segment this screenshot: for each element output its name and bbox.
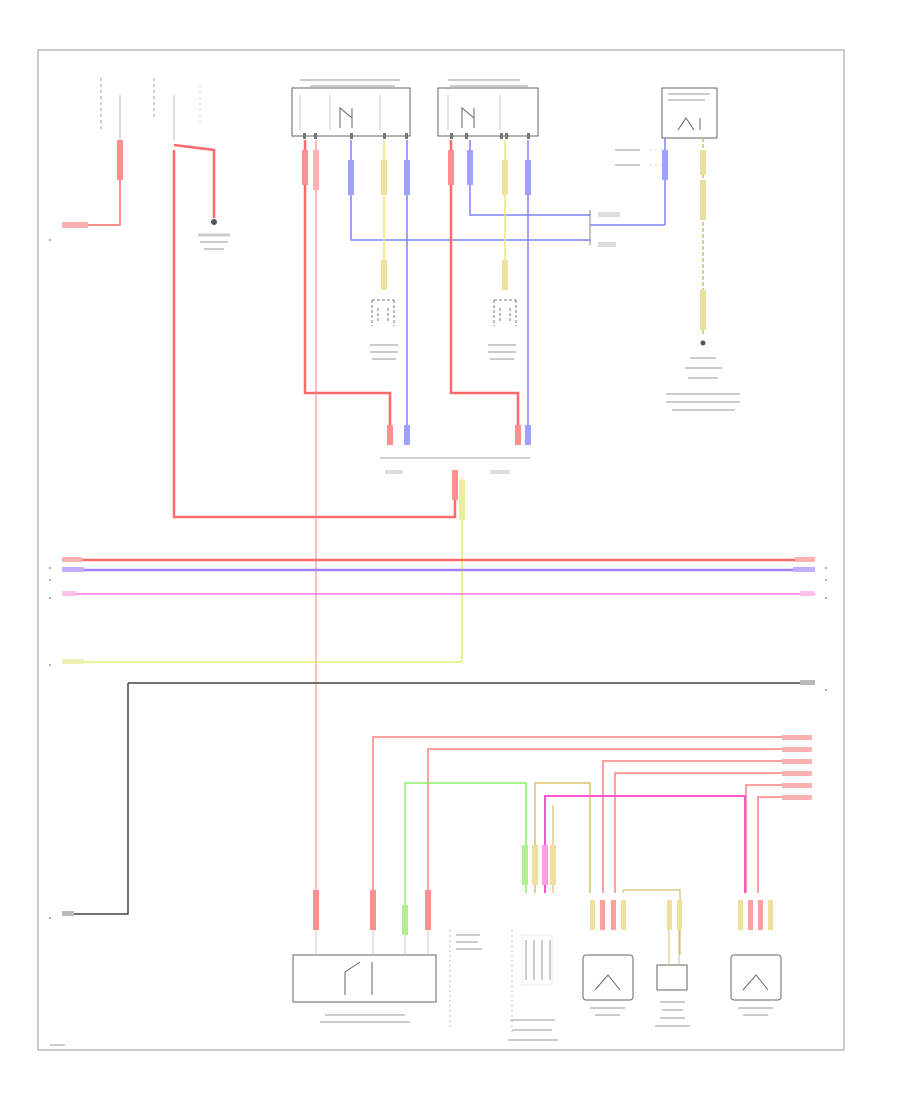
lower-bus <box>372 735 812 920</box>
bus-wires <box>49 239 827 919</box>
right-seat-module <box>437 79 539 139</box>
splice-icon <box>211 219 217 225</box>
blower-motor-right <box>730 900 782 1016</box>
bottom-relay-module <box>292 890 482 1030</box>
heating-icon <box>493 299 517 326</box>
seat-heater-right <box>488 260 517 360</box>
red-feed-wire <box>172 150 457 519</box>
heating-icon <box>371 299 395 326</box>
motor-icon <box>594 974 621 991</box>
switch-icon <box>461 106 475 128</box>
left-module-wires <box>302 140 590 890</box>
seat-heater-left <box>370 260 398 360</box>
diagram-frame <box>37 49 845 1051</box>
switch-icon <box>339 106 353 128</box>
relay-icon <box>677 117 701 131</box>
splice-block <box>589 138 668 247</box>
relay-module <box>615 87 718 166</box>
blower-motor-left <box>582 889 681 1016</box>
ground-icon <box>700 340 706 346</box>
motor-icon <box>742 974 769 991</box>
right-module-wires <box>448 140 590 445</box>
left-seat-module <box>291 79 411 139</box>
switch-icon <box>344 961 373 995</box>
fuse-feed-left <box>62 78 123 228</box>
fuse-feed-right <box>153 78 230 250</box>
ground-wire-right <box>666 138 740 411</box>
control-module <box>508 845 558 1041</box>
temperature-sensor <box>655 900 690 1027</box>
center-connector <box>380 425 531 662</box>
